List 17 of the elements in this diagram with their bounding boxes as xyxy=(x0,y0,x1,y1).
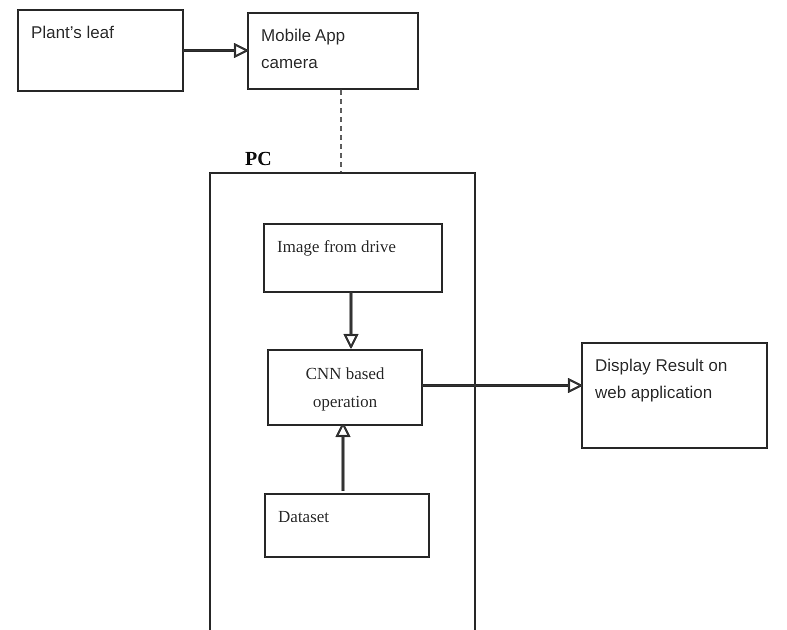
connector-line xyxy=(340,90,342,172)
process-box xyxy=(267,349,423,426)
arrow xyxy=(344,291,358,348)
box-text: CNN based operation xyxy=(304,363,386,413)
box-text: Image from drive xyxy=(277,236,397,258)
process-box xyxy=(581,342,768,449)
process-box xyxy=(264,493,430,558)
container-heading: PC xyxy=(245,147,272,172)
process-box xyxy=(263,223,443,293)
box-text: Mobile App camera xyxy=(261,25,346,74)
process-box xyxy=(247,12,419,90)
box-text: Plant’s leaf xyxy=(31,22,115,44)
arrow xyxy=(421,378,582,393)
box-text: Display Result on web application xyxy=(595,355,728,404)
process-box xyxy=(17,9,184,92)
arrow xyxy=(184,43,248,58)
box-text: Dataset xyxy=(278,506,330,528)
